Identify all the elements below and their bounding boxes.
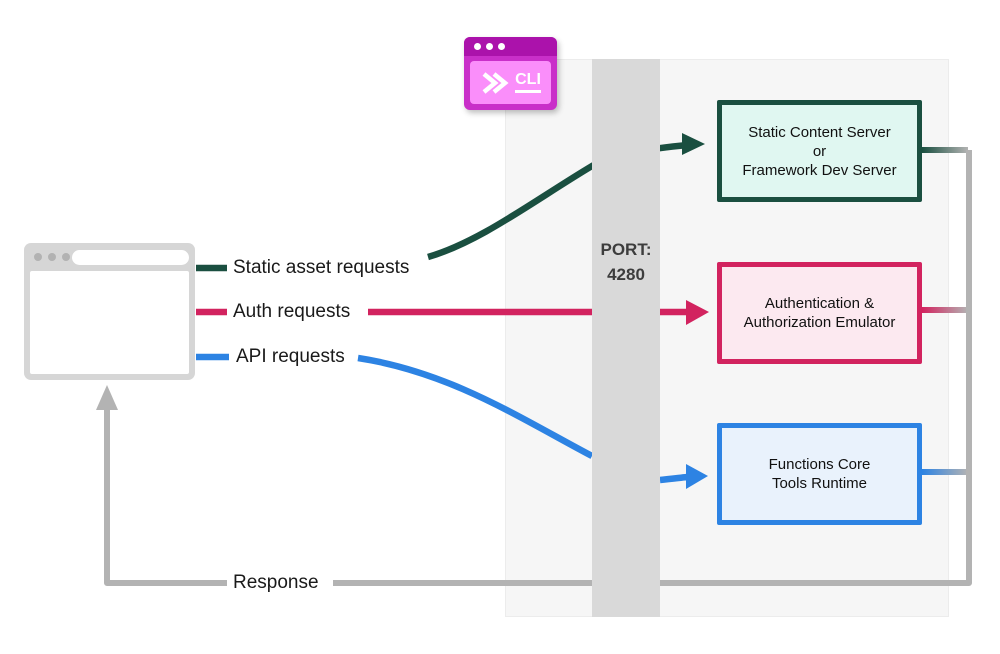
static-asset-requests-label: Static asset requests xyxy=(233,257,410,278)
browser-dot-icon xyxy=(34,253,42,261)
browser-dot-icon xyxy=(48,253,56,261)
api-requests-label: API requests xyxy=(236,346,345,367)
port-label-line1: PORT: xyxy=(600,240,652,259)
box-line: Functions Core xyxy=(768,456,871,473)
port-label-line2: 4280 xyxy=(607,265,645,284)
browser-addressbar xyxy=(72,250,189,265)
response-line-left xyxy=(104,404,227,586)
box-line: Authorization Emulator xyxy=(743,314,896,331)
response-arrowhead xyxy=(96,385,118,410)
cli-dot-icon xyxy=(474,43,481,50)
cli-dot-icon xyxy=(486,43,493,50)
auth-requests-label: Auth requests xyxy=(233,301,351,322)
browser-window-icon xyxy=(24,243,195,380)
api-request-arrowhead xyxy=(686,464,708,489)
swa-cli-icon: CLI xyxy=(464,37,557,110)
response-label: Response xyxy=(233,572,319,593)
auth-request-arrowhead xyxy=(686,300,709,325)
box-line: Tools Runtime xyxy=(771,475,868,492)
browser-titlebar xyxy=(30,249,189,267)
cli-label: CLI xyxy=(515,72,541,93)
port-bar: PORT: 4280 xyxy=(592,59,660,617)
api-request-curve xyxy=(357,354,594,459)
functions-runtime-box: Functions Core Tools Runtime xyxy=(717,423,922,525)
box-line: or xyxy=(812,142,827,160)
static-request-arrowhead xyxy=(682,133,705,155)
api-request-curve-right xyxy=(659,473,688,484)
cli-terminal-panel: CLI xyxy=(470,61,551,104)
cli-chevrons-icon xyxy=(482,71,509,94)
cli-titlebar xyxy=(464,37,557,56)
port-label: PORT: 4280 xyxy=(592,237,660,287)
static-content-server-box: Static Content Server or Framework Dev S… xyxy=(717,100,922,202)
box-line: Static Content Server xyxy=(748,123,891,141)
browser-viewport xyxy=(30,271,189,374)
box-line: Framework Dev Server xyxy=(742,161,897,179)
browser-dot-icon xyxy=(62,253,70,261)
cli-dot-icon xyxy=(498,43,505,50)
auth-emulator-box: Authentication & Authorization Emulator xyxy=(717,262,922,364)
response-line-right xyxy=(333,150,972,586)
box-line: Authentication & xyxy=(764,295,875,312)
